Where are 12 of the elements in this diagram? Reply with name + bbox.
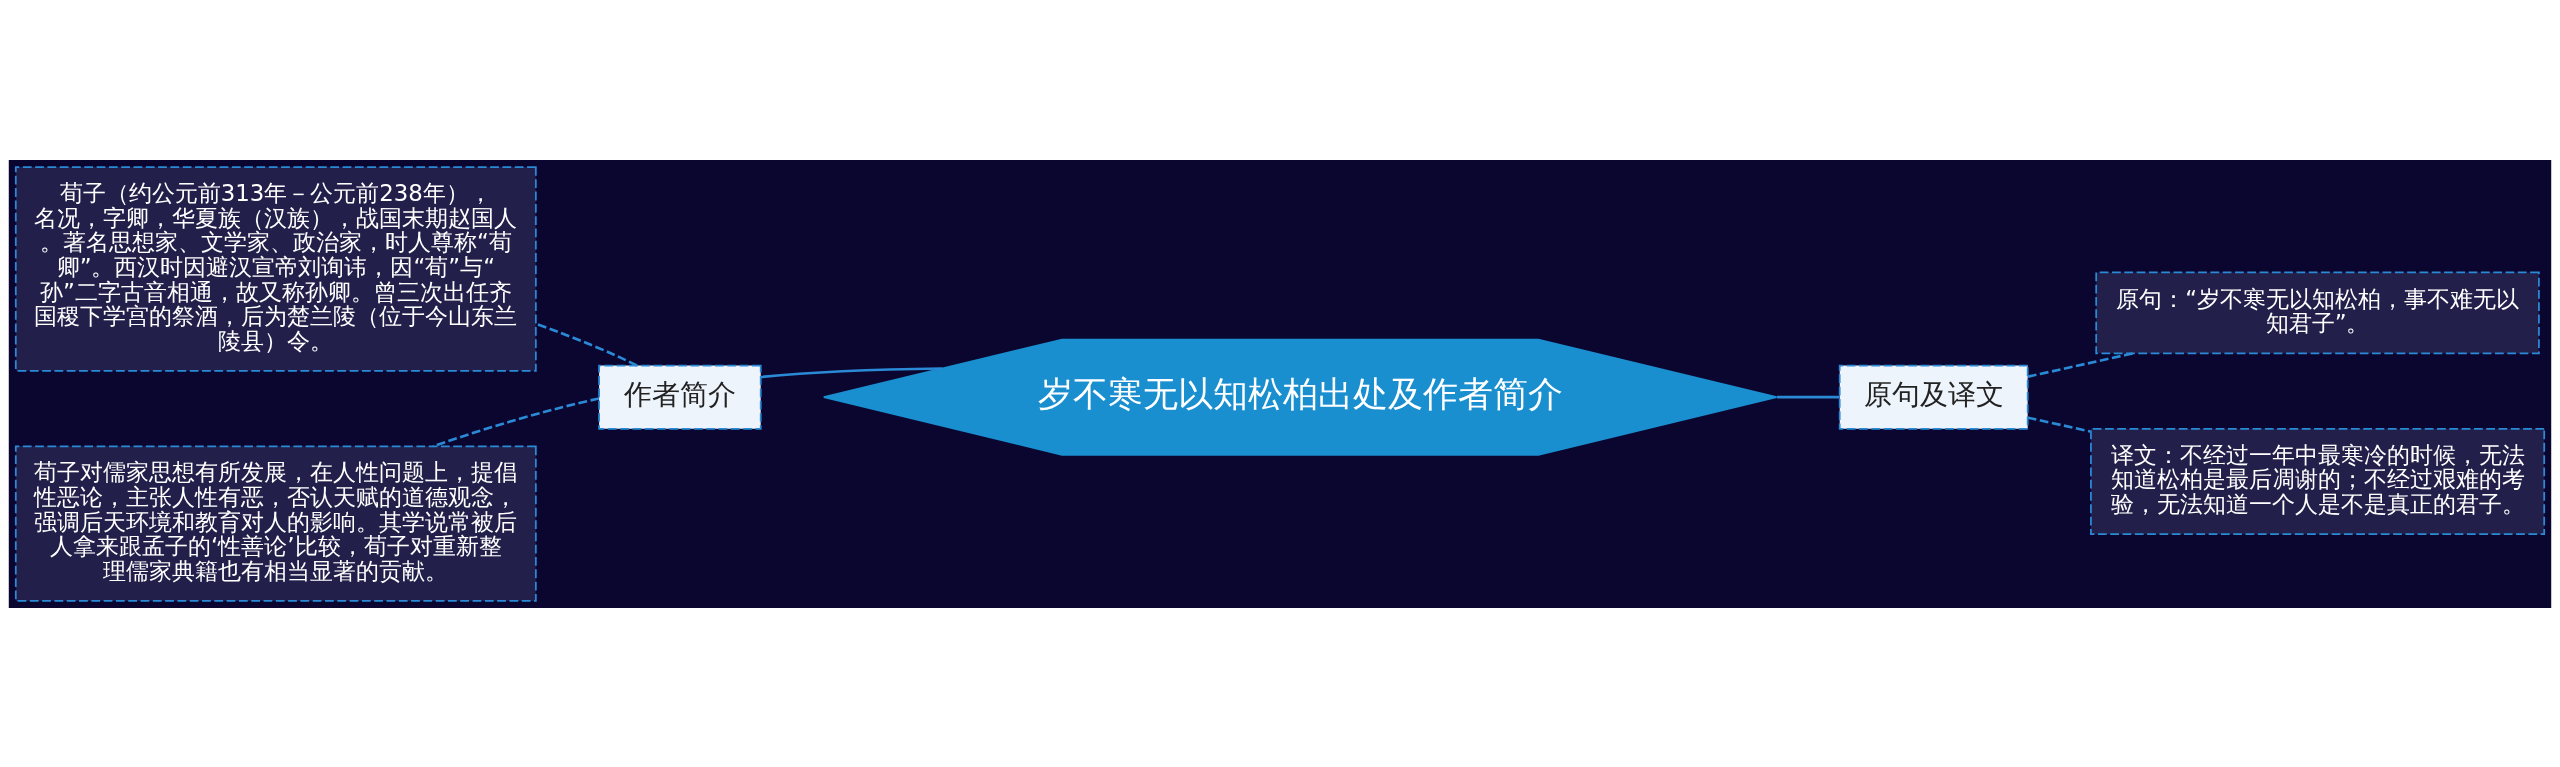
node-box: 译文：不经过一年中最寒冷的时候，无法知道松柏是最后凋谢的；不经过艰难的考验，无法知道一个人是不是真正的君子。 [2090, 427, 2546, 535]
node-box: 荀子（约公元前313年－公元前238年），名况，字卿，华夏族（汉族），战国末期赵国人。著名思想家、文学家、政治家，时人尊称“荀卿”。西汉时因避汉宣帝刘询讳，因“荀”与“孙”二字古音相通，故又称孙卿。曾三次出任齐国稷下学宫的祭酒，后为楚兰陵（位于今山东兰陵县）令。 [14, 165, 537, 372]
node-box: 原句及译文 [1838, 364, 2029, 430]
connector [2027, 415, 2091, 433]
connector [432, 396, 600, 447]
connector [535, 322, 638, 367]
connector [760, 366, 943, 378]
connector [1777, 395, 1840, 398]
connector [2027, 351, 2134, 378]
node-box: 原句：“岁不寒无以知松柏，事不难无以知君子”。 [2095, 271, 2540, 354]
node-box: 荀子对儒家思想有所发展，在人性问题上，提倡性恶论，主张人性有恶，否认天赋的道德观念，强调后天环境和教育对人的影响。其学说常被后人拿来跟孟子的‘性善论’比较，荀子对重新整理儒家典籍也有相当显著的贡献。 [14, 445, 537, 602]
node-box: 作者简介 [598, 364, 762, 430]
